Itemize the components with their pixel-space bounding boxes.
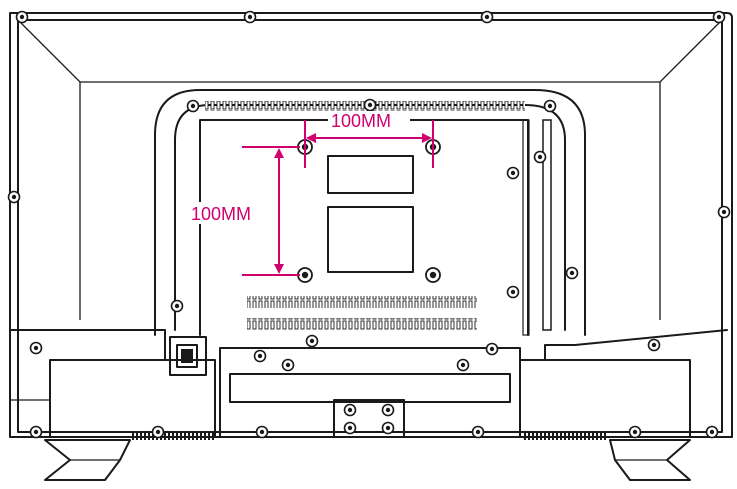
- vertical-dimension: 100MM: [190, 146, 300, 276]
- bottom-hatch: [130, 432, 607, 440]
- horizontal-dimension: 100MM: [304, 111, 434, 168]
- lower-vents: [247, 296, 477, 330]
- power-connector: [169, 336, 207, 376]
- bottom-structure: [9, 329, 728, 438]
- stand-left: [44, 439, 131, 481]
- vertical-dimension-label: 100MM: [191, 204, 251, 224]
- stand-right: [609, 439, 691, 481]
- vesa-mount-holes: [297, 139, 441, 283]
- vesa-plates: [327, 155, 414, 273]
- stand-mount-plate: [333, 399, 405, 438]
- horizontal-dimension-label: 100MM: [331, 111, 391, 131]
- side-rails: [522, 119, 552, 336]
